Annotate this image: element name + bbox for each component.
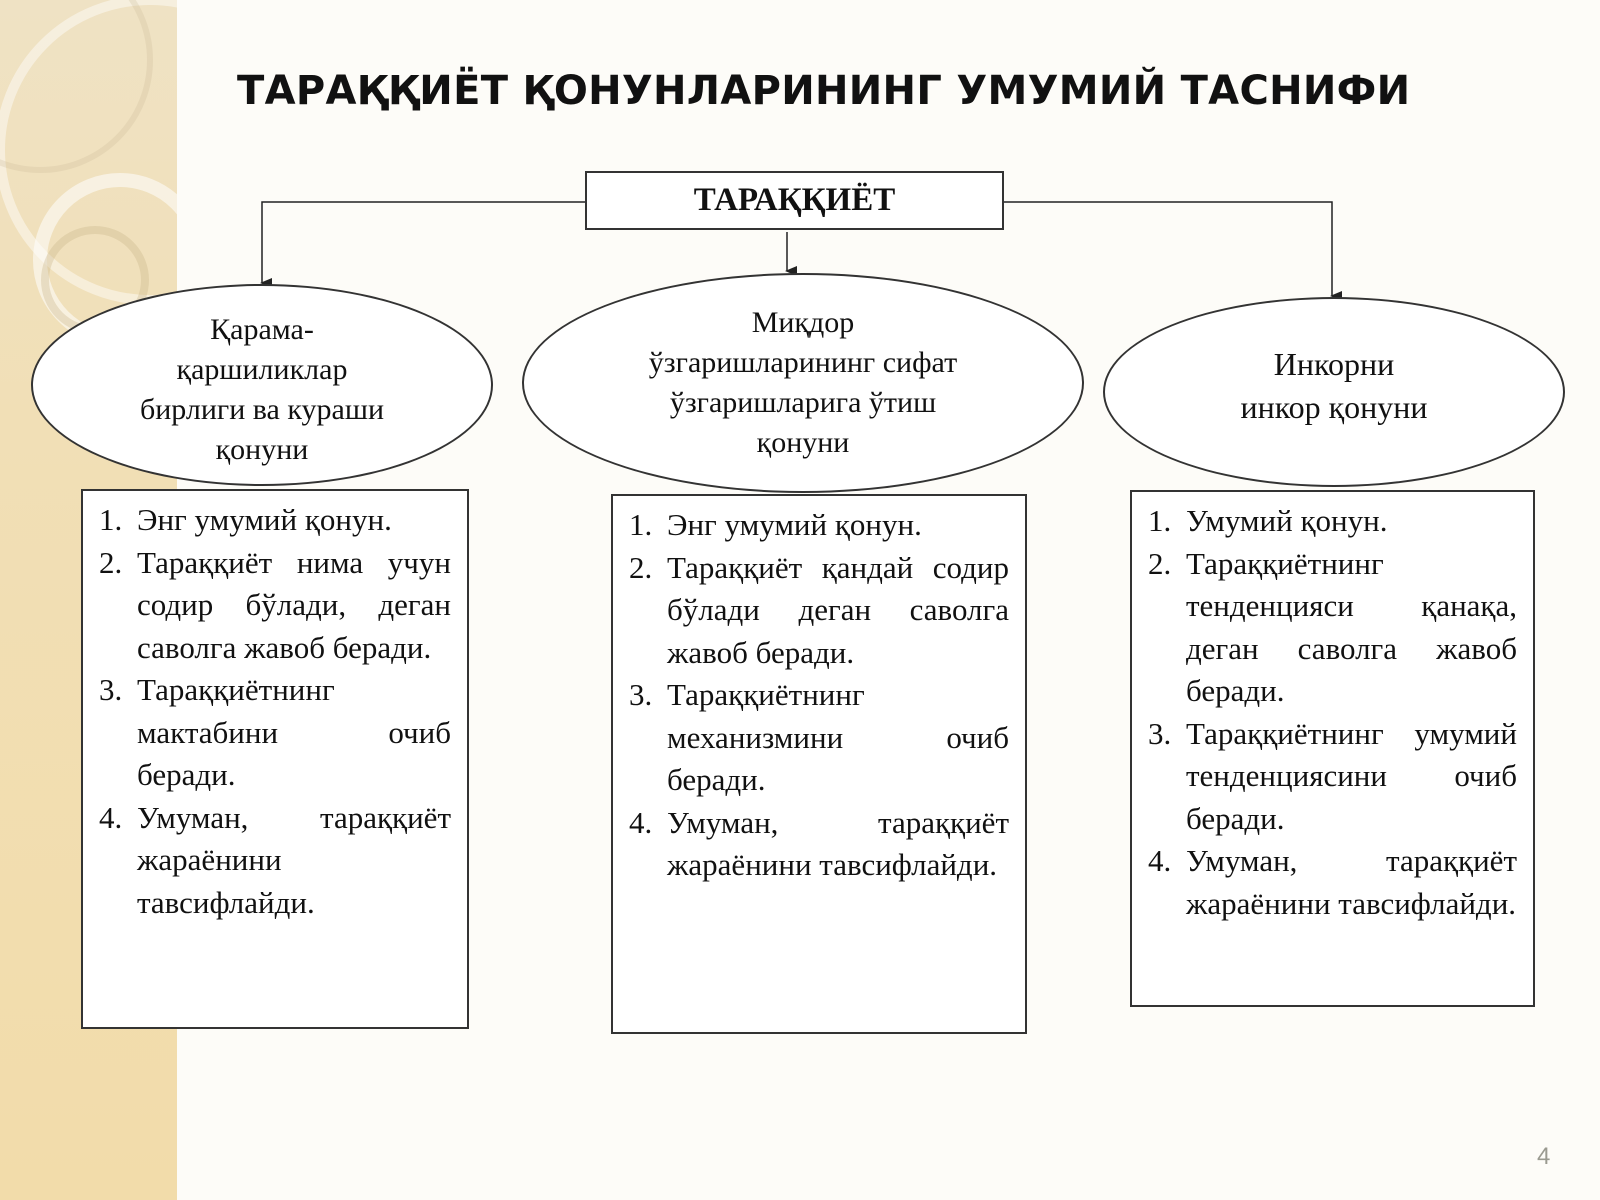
law-name-line: Инкорни bbox=[1273, 346, 1395, 382]
slide-title: ТАРАҚҚИЁТ ҚОНУНЛАРИНИНГ УМУМИЙ ТАСНИФИ bbox=[237, 68, 1411, 114]
connector-right bbox=[1004, 201, 1342, 301]
list-item: 4.Умуман, тараққиёт жараёнини тавсифлайд… bbox=[99, 799, 451, 920]
law-name-line: Қарама- bbox=[210, 313, 314, 346]
law-name-line: ўзгаришларининг сифат bbox=[648, 346, 958, 379]
list-item: 3.Тараққиётнинг механизмини очиб беради. bbox=[629, 677, 1009, 797]
law-name-line: қаршиликлар bbox=[176, 353, 348, 386]
list-item: 1.Энг умумий қонун. bbox=[99, 502, 392, 537]
page-number: 4 bbox=[1537, 1143, 1551, 1170]
list-item: 2.Тараққиётнинг тенденцияси қанақа, дега… bbox=[1148, 545, 1517, 709]
ellipse-law-quantity-quality: Миқдор ўзгаришларининг сифат ўзгаришлари… bbox=[522, 273, 1084, 493]
law-box-quantity-quality: 1.Энг умумий қонун. 2.Тараққиёт қандай с… bbox=[611, 494, 1027, 1034]
list-item: 4.Умуман, тараққиёт жараёнини тавсифлайд… bbox=[629, 804, 1009, 883]
ellipse-law-contradictions: Қарама- қаршиликлар бирлиги ва кураши қо… bbox=[31, 284, 493, 486]
list-item: 1.Энг умумий қонун. bbox=[629, 507, 922, 542]
list-item: 2.Тараққиёт қандай содир бўлади деган са… bbox=[629, 549, 1009, 670]
law-name-line: бирлиги ва кураши bbox=[139, 393, 384, 426]
law-name-line: ўзгаришларига ўтиш bbox=[669, 386, 937, 419]
list-item: 3.Тараққиётнинг умумий тенденциясини очи… bbox=[1148, 715, 1517, 836]
list-item: 3.Тараққиётнинг мактабини очиб беради. bbox=[99, 672, 451, 792]
ellipse-law-negation: Инкорни инкор қонуни bbox=[1103, 297, 1565, 487]
law-box-negation: 1.Умумий қонун. 2.Тараққиётнинг тенденци… bbox=[1130, 490, 1535, 1007]
list-item: 1.Умумий қонун. bbox=[1148, 503, 1388, 538]
law-name-line: Миқдор bbox=[751, 306, 855, 339]
connector-left bbox=[260, 201, 585, 288]
law-name-line: қонуни bbox=[215, 433, 309, 466]
root-box-progress: ТАРАҚҚИЁТ bbox=[585, 171, 1004, 230]
law-name-line: инкор қонуни bbox=[1240, 389, 1428, 425]
law-box-contradictions: 1.Энг умумий қонун. 2.Тараққиёт нима учу… bbox=[81, 489, 469, 1029]
list-item: 4.Умуман, тараққиёт жараёнини тавсифлайд… bbox=[1148, 843, 1517, 921]
law-name-line: қонуни bbox=[756, 426, 850, 459]
list-item: 2.Тараққиёт нима учун содир бўлади, дега… bbox=[99, 544, 451, 665]
